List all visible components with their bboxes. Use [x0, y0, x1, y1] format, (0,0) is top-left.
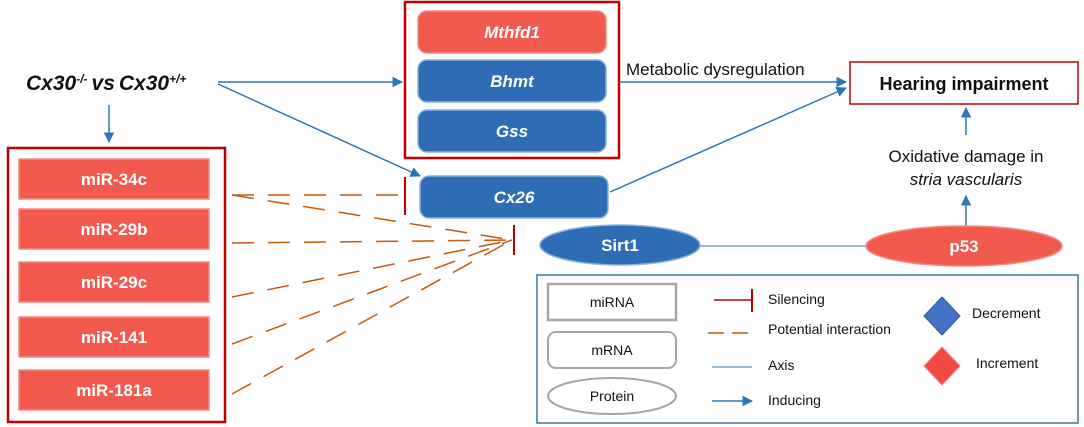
gene-label-cx26: Cx26: [494, 188, 535, 207]
mirna-box-mir29b: miR-29b: [18, 208, 210, 250]
gene-box-mthfd1: Mthfd1: [417, 10, 607, 54]
legend-mrna-shape: mRNA: [547, 331, 677, 369]
arrow-cx26-to-hearing: [609, 87, 847, 193]
protein-p53: p53: [865, 225, 1063, 267]
legend-decrement-label: Decrement: [972, 305, 1041, 321]
mirna-box-mir29c: miR-29c: [18, 261, 210, 303]
gene-label-mthfd1: Mthfd1: [484, 23, 540, 42]
mirna-label-mir29c: miR-29c: [81, 273, 147, 292]
legend-axis-label: Axis: [768, 357, 794, 373]
legend-protein-shape: Protein: [547, 377, 677, 415]
protein-sirt1: Sirt1: [539, 224, 701, 266]
dash-mir29b-to-sirt1: [231, 239, 513, 244]
metabolic-label: Metabolic dysregulation: [626, 60, 805, 79]
legend-potential-label: Potential interaction: [768, 321, 891, 337]
legend-mrna-label: mRNA: [591, 342, 633, 358]
hearing-impairment-box: [849, 61, 1079, 105]
protein-label-p53: p53: [949, 237, 978, 256]
mirna-label-mir141: miR-141: [81, 328, 147, 347]
gene-label-bhmt: Bhmt: [490, 72, 535, 91]
mirna-box-mir34c: miR-34c: [18, 158, 210, 200]
mirna-box-mir181a: miR-181a: [18, 369, 210, 411]
gene-box-bhmt: Bhmt: [417, 59, 607, 103]
mirna-frame: [6, 146, 227, 424]
legend-protein-label: Protein: [590, 388, 634, 404]
mirna-label-mir29b: miR-29b: [80, 220, 147, 239]
legend-mirna-shape: miRNA: [546, 282, 678, 322]
legend-decrement: Decrement: [923, 296, 1041, 336]
legend-mirna-label: miRNA: [590, 294, 635, 310]
protein-label-sirt1: Sirt1: [601, 236, 639, 255]
legend-inducing: Inducing: [712, 392, 821, 408]
legend-axis: Axis: [712, 357, 794, 373]
dash-mir141-to-sirt1: [231, 239, 513, 345]
hearing-impairment-label: Hearing impairment: [879, 74, 1048, 94]
legend-potential: Potential interaction: [708, 321, 891, 337]
dash-mir181a-to-sirt1: [231, 239, 513, 395]
mirna-box-mir141: miR-141: [18, 316, 210, 358]
gene-frame: [403, 0, 621, 160]
legend-increment-label: Increment: [976, 355, 1038, 371]
legend-inducing-label: Inducing: [768, 392, 821, 408]
gene-box-gss: Gss: [417, 109, 607, 153]
legend-silencing: Silencing: [714, 289, 825, 312]
gene-label-gss: Gss: [496, 122, 528, 141]
legend-silencing-label: Silencing: [768, 291, 825, 307]
gene-box-cx26: Cx26: [419, 175, 609, 219]
oxidative-label-line2: stria vascularis: [910, 170, 1023, 189]
mirna-label-mir34c: miR-34c: [81, 170, 147, 189]
legend-increment: Increment: [923, 346, 1038, 386]
mirna-label-mir181a: miR-181a: [76, 381, 152, 400]
oxidative-label-line1: Oxidative damage in: [889, 147, 1044, 166]
arrow-title-to-cx26: [217, 83, 421, 177]
dash-mir29c-to-sirt1: [231, 239, 513, 298]
dash-mir34c-to-sirt1: [231, 194, 513, 241]
